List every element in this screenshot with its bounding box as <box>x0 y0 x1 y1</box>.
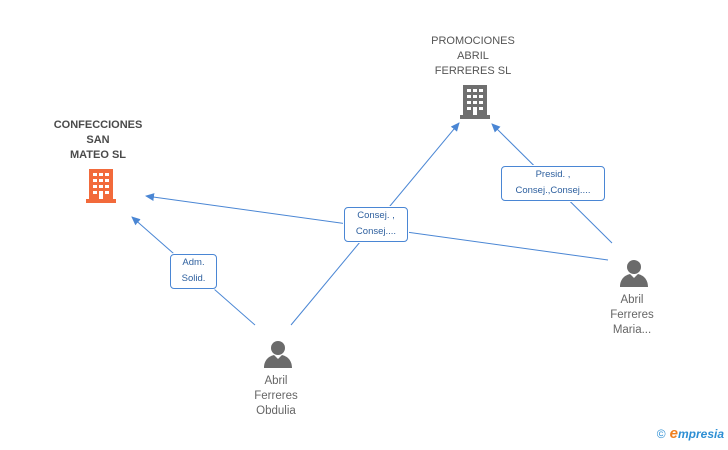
relation-line-2: Solid. <box>181 273 206 284</box>
relation-line-2: Consej.,Consej.... <box>515 185 591 196</box>
empresia-logo: ©empresia <box>657 425 724 442</box>
person-name-maria[interactable]: Abril Ferreres Maria... <box>610 294 654 336</box>
relation-label-presid-consej[interactable]: Presid. , Consej.,Consej.... <box>501 166 605 201</box>
building-icon[interactable] <box>86 169 116 203</box>
company-name-promociones[interactable]: PROMOCIONES ABRIL FERRERES SL <box>431 35 515 77</box>
company-name-confecciones[interactable]: CONFECCIONES SAN MATEO SL <box>53 119 143 161</box>
relation-line-1: Presid. , <box>535 169 571 180</box>
relation-line-1: Adm. <box>182 257 205 268</box>
brand-name: mpresia <box>677 427 724 441</box>
brand-initial: e <box>669 425 678 442</box>
relation-line-2: Consej.... <box>355 226 397 237</box>
relation-label-consej[interactable]: Consej. , Consej.... <box>344 207 408 242</box>
person-icon[interactable] <box>263 339 293 369</box>
building-icon[interactable] <box>460 85 490 119</box>
person-name-obdulia[interactable]: Abril Ferreres Obdulia <box>254 375 298 417</box>
relation-line-1: Consej. , <box>357 210 395 221</box>
person-icon[interactable] <box>619 258 649 288</box>
copyright-symbol: © <box>656 427 666 441</box>
relation-label-adm-solid[interactable]: Adm. Solid. <box>170 254 217 289</box>
